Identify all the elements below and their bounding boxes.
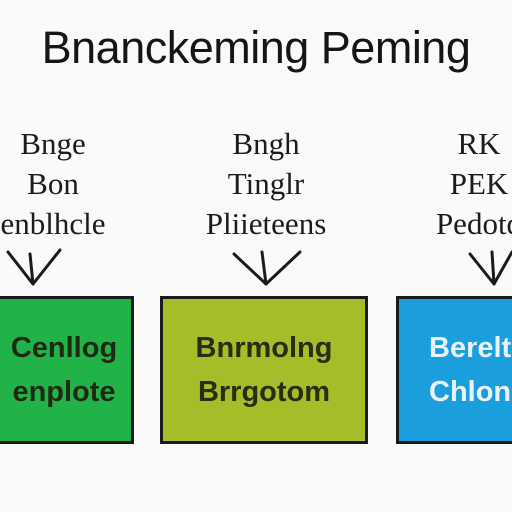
column-3-arrow-icon <box>468 250 512 286</box>
column-3-label-2: PEK <box>449 166 509 201</box>
column-2-label-3: Pliieteens <box>205 206 327 241</box>
diagram-title: Bnanckeming Peming <box>41 22 471 73</box>
column-2-label-1: Bngh <box>232 126 300 161</box>
column-1-box-line-1: Cenllog <box>10 332 118 364</box>
column-2-box-line-1: Bnrmolng <box>195 332 333 364</box>
column-1-label-1: Bnge <box>20 126 86 161</box>
column-1-label-3: enblhcle <box>0 206 106 241</box>
column-3-box-line-2: Chlon <box>429 376 512 408</box>
column-2-labels: Bngh Tinglr Pliieteens <box>186 124 346 244</box>
column-3-label-1: RK <box>457 126 501 161</box>
column-2-label-2: Tinglr <box>227 166 305 201</box>
column-3-labels: RK PEK Pedotd <box>424 124 512 244</box>
column-2-box: Bnrmolng Brrgotom <box>160 296 368 444</box>
column-2-box-line-2: Brrgotom <box>197 376 331 408</box>
column-3-box: Berelt Chlon <box>396 296 512 444</box>
column-1-labels: Bnge Bon enblhcle <box>0 124 118 244</box>
column-1-box-line-2: enplote <box>12 376 116 408</box>
column-2-arrow-icon <box>232 250 302 286</box>
column-3-box-line-1: Berelt <box>429 332 512 364</box>
column-1-label-2: Bon <box>27 166 79 201</box>
column-1-box: Cenllog enplote <box>0 296 134 444</box>
column-3-label-3: Pedotd <box>435 206 512 241</box>
column-1-arrow-icon <box>6 248 62 286</box>
